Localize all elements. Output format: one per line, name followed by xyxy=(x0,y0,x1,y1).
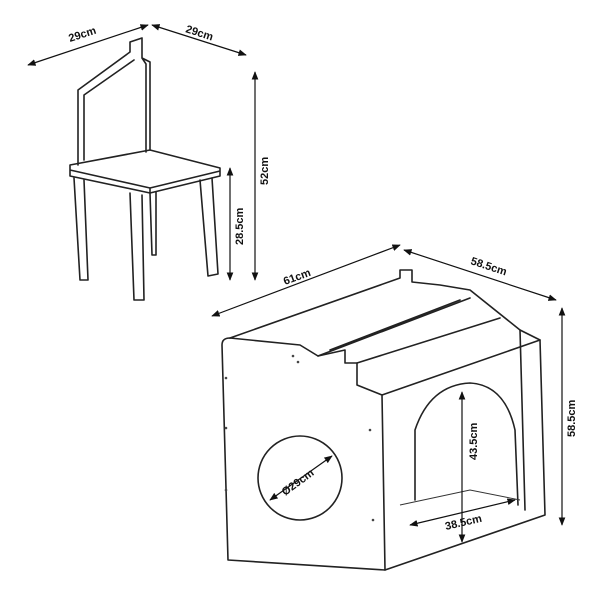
chair-leg-front xyxy=(129,192,145,301)
dim-table-depth xyxy=(403,249,557,301)
table-drawing xyxy=(221,269,546,571)
label-chair-seat-height: 28.5cm xyxy=(234,207,246,245)
table-round-hole xyxy=(257,435,343,521)
label-table-depth: 58.5cm xyxy=(469,255,508,278)
label-hole-diameter: Ø29cm xyxy=(280,467,317,498)
dimension-lines xyxy=(27,24,566,543)
dim-hole-diameter xyxy=(269,455,333,501)
chair-backrest xyxy=(77,37,151,166)
chair-drawing xyxy=(69,37,221,301)
screw-holes xyxy=(224,354,375,522)
table-front-panel xyxy=(221,337,386,571)
label-arch-height: 43.5cm xyxy=(468,422,480,460)
dim-chair-width xyxy=(27,24,149,66)
chair-leg-right xyxy=(199,177,219,277)
chair-leg-back xyxy=(149,191,157,256)
label-table-width: 61cm xyxy=(282,267,313,288)
label-chair-width: 29cm xyxy=(67,25,98,45)
table-back-panel xyxy=(384,329,546,571)
table-arch-opening xyxy=(414,382,519,506)
dim-chair-depth xyxy=(151,24,247,56)
dim-table-width xyxy=(211,244,401,317)
chair-seat xyxy=(69,149,221,194)
label-chair-height: 52cm xyxy=(259,157,271,185)
table-top xyxy=(229,269,541,396)
dim-arch-width xyxy=(409,498,516,527)
chair-leg-front-left xyxy=(73,177,89,281)
label-table-height: 58.5cm xyxy=(566,399,578,437)
